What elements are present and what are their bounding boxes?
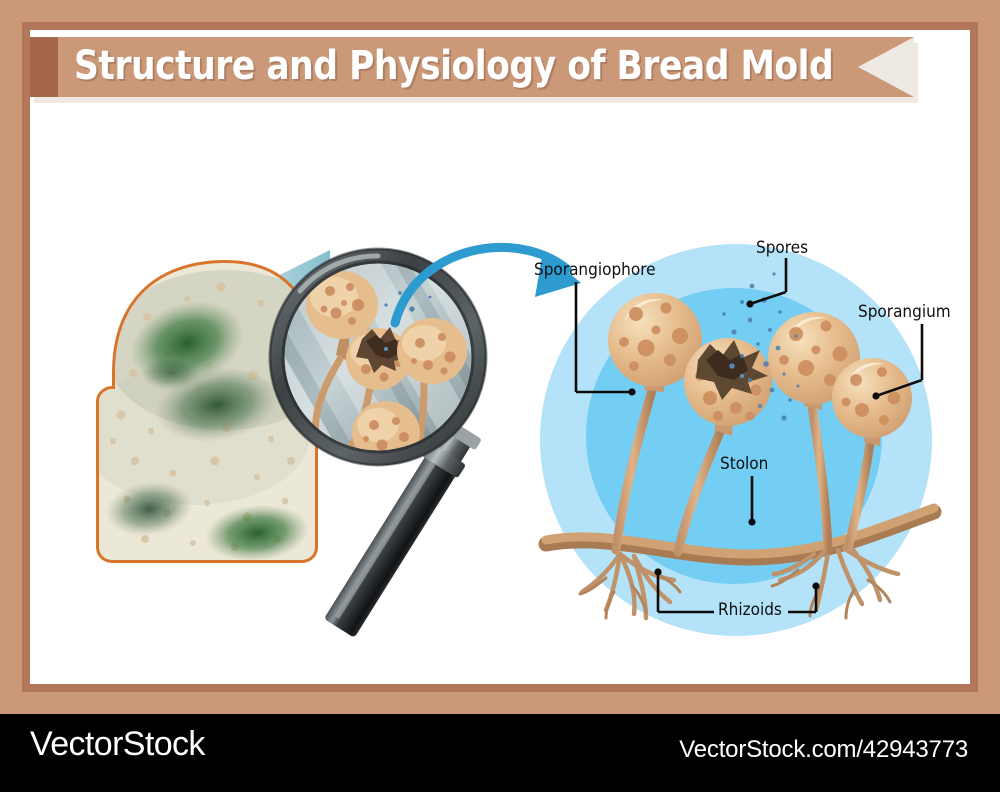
sporangium-2-burst <box>684 338 772 436</box>
page-title: Structure and Physiology of Bread Mold <box>74 43 834 89</box>
leader-lines <box>574 258 924 614</box>
sporangium-4 <box>832 358 912 446</box>
label-sporangiophore: Sporangiophore <box>534 260 656 280</box>
vectorstock-url: VectorStock.com/42943773 <box>679 736 968 763</box>
illustration-area: Sporangiophore Spores Sporangium Stolon … <box>30 130 970 674</box>
label-sporangium: Sporangium <box>858 302 951 322</box>
curved-arrow <box>390 243 581 328</box>
label-spores: Spores <box>756 238 809 258</box>
banner-body <box>30 37 914 97</box>
poster-canvas: Structure and Physiology of Bread Mold <box>30 30 970 684</box>
sporangium-1 <box>608 293 702 392</box>
title-banner: Structure and Physiology of Bread Mold <box>30 37 920 103</box>
watermark-bar <box>0 714 1000 792</box>
banner-left-tab <box>30 37 58 97</box>
spore-dust <box>722 272 800 421</box>
label-rhizoids: Rhizoids <box>718 600 782 620</box>
label-stolon: Stolon <box>720 454 769 474</box>
magnifying-glass <box>260 235 590 675</box>
vectorstock-logo: VectorStock <box>30 725 205 763</box>
bread-mold-diagram: Sporangiophore Spores Sporangium Stolon … <box>528 238 970 670</box>
banner-right-notch <box>858 37 914 97</box>
